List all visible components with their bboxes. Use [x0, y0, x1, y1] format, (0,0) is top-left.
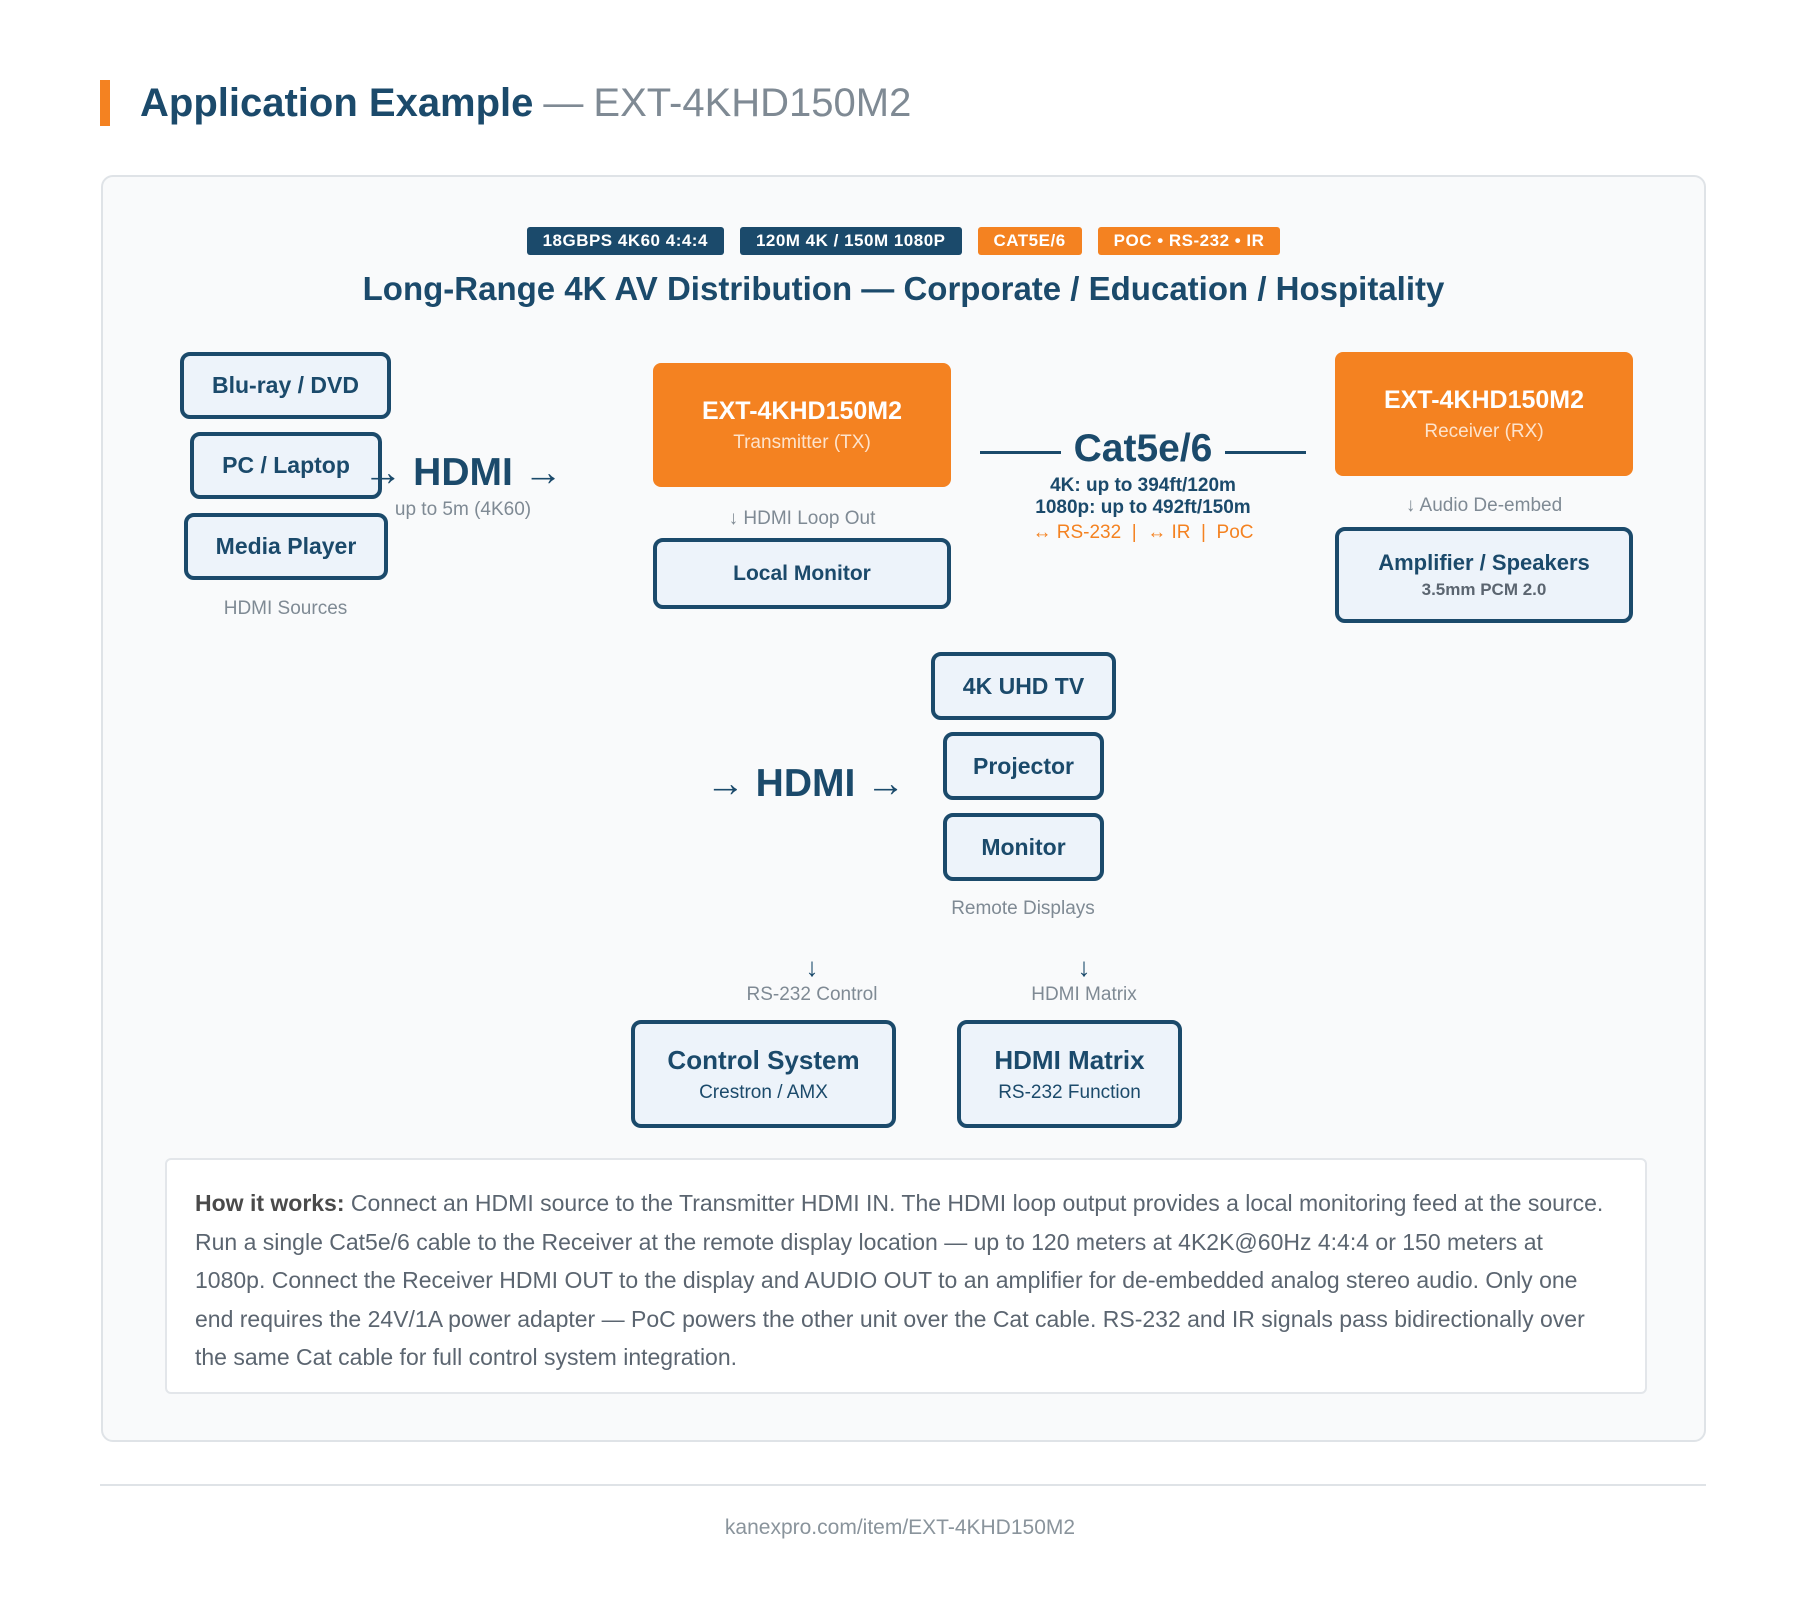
hdmi-matrix-title: HDMI Matrix [994, 1044, 1145, 1075]
sources-caption: HDMI Sources [223, 598, 348, 619]
receiver-role: Receiver (RX) [1424, 420, 1544, 442]
display-projector-label: Projector [973, 752, 1074, 779]
display-hdmi-link: → HDMI → [705, 762, 906, 805]
diagram-title: Long-Range 4K AV Distribution — Corporat… [362, 270, 1445, 307]
audio-deembed-label: ↓ Audio De-embed [1405, 495, 1563, 516]
cable-signals: ↔ RS-232 | ↔ IR | PoC [1032, 522, 1254, 543]
hdmi-matrix: HDMI Matrix RS-232 Function [957, 1020, 1182, 1128]
badge-bandwidth: 18GBPS 4K60 4:4:4 [526, 227, 724, 255]
diagram-card: 18GBPS 4K60 4:4:4 120M 4K / 150M 1080P C… [101, 175, 1706, 1442]
source-hdmi-link: → HDMI → [363, 451, 563, 494]
page-title: Application Example [140, 80, 534, 125]
cable-line-left [980, 451, 1061, 454]
model-name: EXT-4KHD150M2 [593, 80, 912, 125]
local-monitor-label: Local Monitor [733, 561, 871, 585]
footer-url[interactable]: kanexpro.com/item/EXT-4KHD150M2 [724, 1516, 1076, 1539]
display-4k-tv: 4K UHD TV [931, 652, 1116, 720]
how-it-works-panel: How it works: Connect an HDMI source to … [165, 1158, 1647, 1394]
amplifier-sub: 3.5mm PCM 2.0 [1421, 580, 1547, 599]
display-monitor: Monitor [943, 813, 1104, 881]
how-it-works-lead: How it works: [195, 1190, 345, 1216]
display-4k-tv-label: 4K UHD TV [962, 672, 1085, 699]
receiver-box: EXT-4KHD150M2 Receiver (RX) [1335, 352, 1633, 476]
hdmi-matrix-sub: RS-232 Function [998, 1081, 1141, 1103]
title-separator: — [543, 80, 584, 125]
control-label: RS-232 Control [746, 984, 878, 1005]
control-down-arrow: ↓ [805, 952, 819, 982]
display-projector: Projector [943, 732, 1104, 800]
badge-features: POC • RS-232 • IR [1097, 227, 1281, 255]
source-hdmi-note: up to 5m (4K60) [394, 499, 532, 520]
source-bluray-label: Blu-ray / DVD [212, 372, 359, 398]
cable-label: Cat5e/6 [1073, 427, 1213, 470]
amplifier-title: Amplifier / Speakers [1378, 550, 1590, 575]
cable-spec-4k: 4K: up to 394ft/120m [1050, 475, 1236, 496]
control-system-title: Control System [667, 1044, 860, 1075]
displays-caption: Remote Displays [951, 898, 1095, 919]
display-monitor-label: Monitor [981, 833, 1066, 860]
source-bluray: Blu-ray / DVD [180, 352, 391, 419]
transmitter-role: Transmitter (TX) [733, 431, 871, 453]
local-monitor: Local Monitor [653, 538, 951, 609]
amplifier-speakers: Amplifier / Speakers 3.5mm PCM 2.0 [1335, 527, 1633, 623]
cable-spec-1080p: 1080p: up to 492ft/150m [1035, 497, 1251, 518]
how-it-works-text: Connect an HDMI source to the Transmitte… [195, 1190, 1604, 1370]
cable-line-right [1225, 451, 1306, 454]
source-pc-label: PC / Laptop [222, 452, 350, 478]
source-media-player: Media Player [184, 513, 388, 580]
matrix-label: HDMI Matrix [1031, 984, 1137, 1005]
spec-badges: 18GBPS 4K60 4:4:4 120M 4K / 150M 1080P C… [103, 227, 1704, 255]
matrix-down-arrow: ↓ [1077, 952, 1091, 982]
hdmi-loop-label: ↓ HDMI Loop Out [728, 508, 876, 529]
badge-distance: 120M 4K / 150M 1080P [739, 227, 962, 255]
source-media-player-label: Media Player [215, 533, 357, 559]
control-system: Control System Crestron / AMX [631, 1020, 896, 1128]
page-header: Application Example — EXT-4KHD150M2 [100, 80, 911, 126]
control-system-sub: Crestron / AMX [699, 1081, 828, 1103]
badge-cable: CAT5E/6 [977, 227, 1082, 255]
source-pc: PC / Laptop [190, 432, 382, 499]
accent-bar [100, 80, 110, 126]
transmitter-model: EXT-4KHD150M2 [701, 396, 903, 425]
footer-divider [100, 1484, 1706, 1486]
receiver-model: EXT-4KHD150M2 [1383, 385, 1585, 414]
transmitter-box: EXT-4KHD150M2 Transmitter (TX) [653, 363, 951, 487]
